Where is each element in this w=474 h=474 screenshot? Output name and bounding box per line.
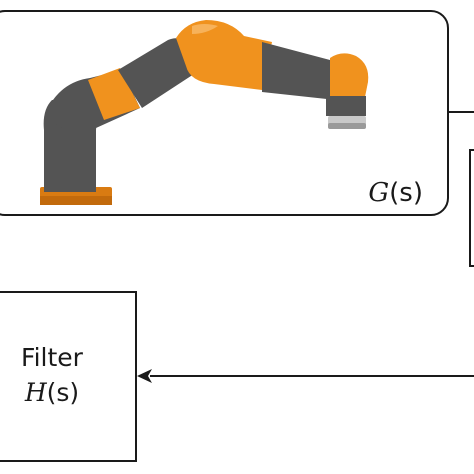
plant-block[interactable]: G(s): [0, 10, 449, 216]
filter-block-frame: [0, 291, 137, 462]
filter-func-letter: H: [24, 378, 48, 407]
right-partial-block[interactable]: [469, 149, 474, 267]
arrowhead-icon: [137, 369, 152, 383]
filter-func-arg: (s): [47, 378, 80, 407]
filter-transfer-function-label: H(s): [24, 378, 79, 407]
kuka-robot-arm-icon: [40, 20, 369, 205]
plant-func-letter: G: [368, 178, 389, 208]
feedback-arrow: [137, 369, 474, 383]
plant-func-arg: (s): [389, 178, 423, 208]
filter-title: Filter: [21, 343, 84, 372]
filter-block[interactable]: Filter H(s): [0, 291, 137, 462]
plant-transfer-function-label: G(s): [368, 178, 423, 208]
